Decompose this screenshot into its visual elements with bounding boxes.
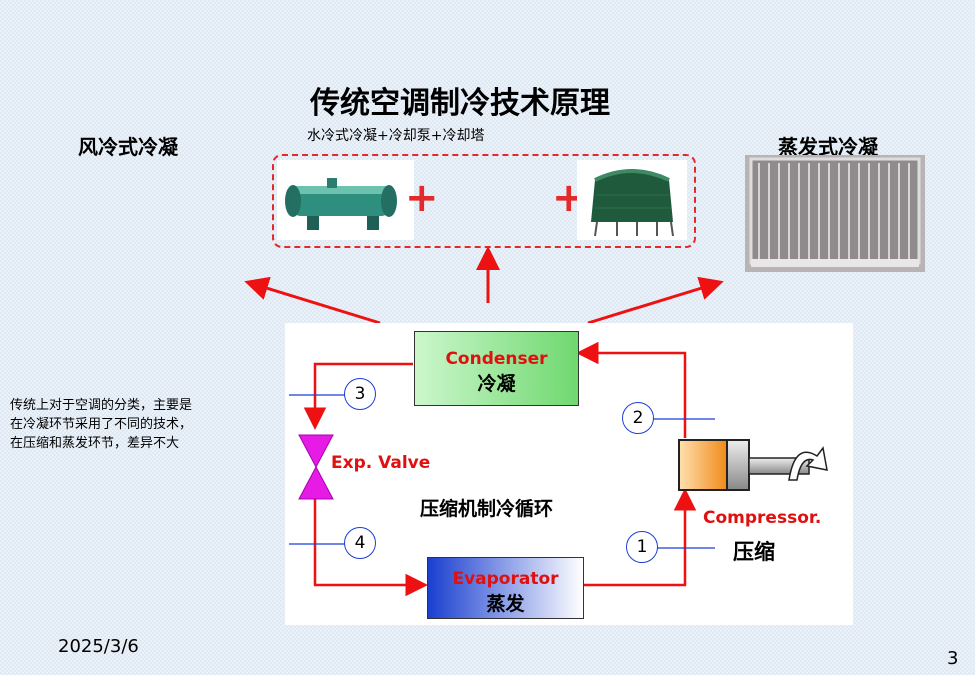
compressor-icon	[678, 439, 828, 491]
water-condenser-image	[277, 160, 414, 240]
compressor-en-label: Compressor.	[703, 508, 822, 528]
evaporator-box: Evaporator 蒸发	[427, 557, 584, 619]
state-point-4: 4	[344, 527, 376, 559]
condenser-zh-label: 冷凝	[477, 373, 516, 395]
classification-note: 传统上对于空调的分类，主要是在冷凝环节采用了不同的技术，在压缩和蒸发环节，差异不…	[10, 398, 193, 451]
state-point-3: 3	[344, 378, 376, 410]
cooling-tower-image	[577, 160, 687, 240]
water-cooled-label: 水冷式冷凝+冷却泵+冷却塔	[307, 128, 485, 144]
evaporator-zh-label: 蒸发	[486, 593, 525, 615]
air-cooled-label: 风冷式冷凝	[78, 135, 178, 159]
slide-title: 传统空调制冷技术原理	[310, 86, 610, 121]
page-number: 3	[947, 648, 959, 669]
compressor-zh-label: 压缩	[733, 540, 775, 564]
plus-sign-1: +	[405, 175, 439, 221]
slide-date: 2025/3/6	[58, 636, 139, 657]
valve-label: Exp. Valve	[331, 453, 431, 473]
expansion-valve-icon	[298, 434, 334, 500]
evaporator-en-label: Evaporator	[452, 569, 559, 589]
state-point-1: 1	[626, 531, 658, 563]
cycle-center-label: 压缩机制冷循环	[420, 498, 554, 520]
state-point-2: 2	[622, 402, 654, 434]
evaporative-condenser-image	[745, 155, 925, 272]
condenser-en-label: Condenser	[445, 349, 548, 369]
condenser-box: Condenser 冷凝	[414, 331, 579, 406]
